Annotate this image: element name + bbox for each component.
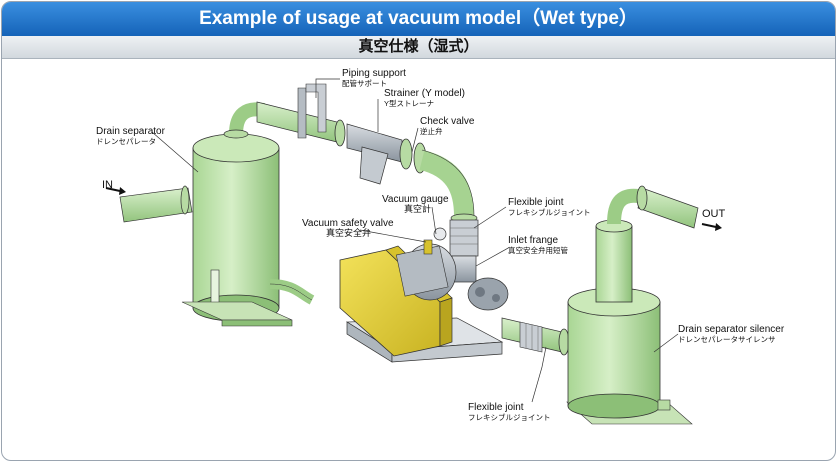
label-vacuum-gauge-jp: 真空計	[404, 204, 432, 214]
suction-piping	[256, 101, 479, 283]
flow-out-arrow	[701, 223, 722, 231]
label-strainer-en: Strainer (Y model)	[384, 88, 465, 99]
label-piping-support-jp: 配管サポート	[342, 79, 387, 88]
label-vacuum-safety-valve-en: Vacuum safety valve	[302, 218, 394, 229]
label-inlet-flange: Inlet frange 真空安全弁用短管	[508, 235, 568, 255]
label-drain-separator-silencer-en: Drain separator silencer	[678, 324, 785, 335]
label-piping-support: Piping support 配管サポート	[342, 68, 406, 88]
flow-in-arrow	[105, 187, 126, 195]
page-title: Example of usage at vacuum model（Wet typ…	[2, 2, 835, 36]
label-check-valve-en: Check valve	[420, 116, 475, 127]
label-vacuum-safety-valve: Vacuum safety valve 真空安全弁	[302, 218, 394, 238]
label-drain-separator-silencer: Drain separator silencer ドレンセパレータサイレンサ	[678, 324, 784, 344]
label-strainer: Strainer (Y model) Y型ストレーナ	[384, 88, 465, 108]
label-flexible-joint-top: Flexible joint フレキシブルジョイント	[508, 197, 591, 217]
page-subtitle: 真空仕様（湿式）	[2, 36, 835, 59]
leader-lines	[151, 78, 679, 403]
label-vacuum-gauge-en: Vacuum gauge	[382, 194, 449, 205]
label-check-valve-jp: 逆止弁	[420, 127, 443, 136]
label-piping-support-en: Piping support	[342, 68, 406, 79]
label-inlet-flange-jp: 真空安全弁用短管	[508, 246, 568, 255]
label-flexible-joint-bottom-en: Flexible joint	[468, 402, 524, 413]
label-drain-separator-en: Drain separator	[96, 126, 165, 137]
label-strainer-jp: Y型ストレーナ	[384, 99, 435, 108]
label-flexible-joint-top-en: Flexible joint	[508, 197, 564, 208]
label-inlet-flange-en: Inlet frange	[508, 235, 559, 246]
label-flexible-joint-top-jp: フレキシブルジョイント	[508, 208, 591, 217]
drain-separator-tank	[119, 102, 315, 327]
label-flexible-joint-bottom: Flexible joint フレキシブルジョイント	[468, 402, 551, 422]
label-check-valve: Check valve 逆止弁	[420, 116, 474, 136]
label-drain-separator-jp: ドレンセパレータ	[96, 137, 156, 146]
piping-support	[297, 83, 327, 139]
discharge-piping	[501, 317, 570, 356]
label-drain-separator-silencer-jp: ドレンセパレータサイレンサ	[678, 335, 776, 344]
label-flexible-joint-bottom-jp: フレキシブルジョイント	[468, 413, 551, 422]
label-drain-separator: Drain separator ドレンセパレータ	[96, 126, 165, 146]
label-vacuum-safety-valve-jp: 真空安全弁	[326, 228, 372, 238]
blower-unit	[339, 227, 509, 363]
label-vacuum-gauge: Vacuum gauge 真空計	[382, 194, 449, 214]
in-label: IN	[102, 179, 113, 191]
drain-separator-silencer-tank	[566, 185, 699, 425]
out-label: OUT	[702, 208, 726, 220]
